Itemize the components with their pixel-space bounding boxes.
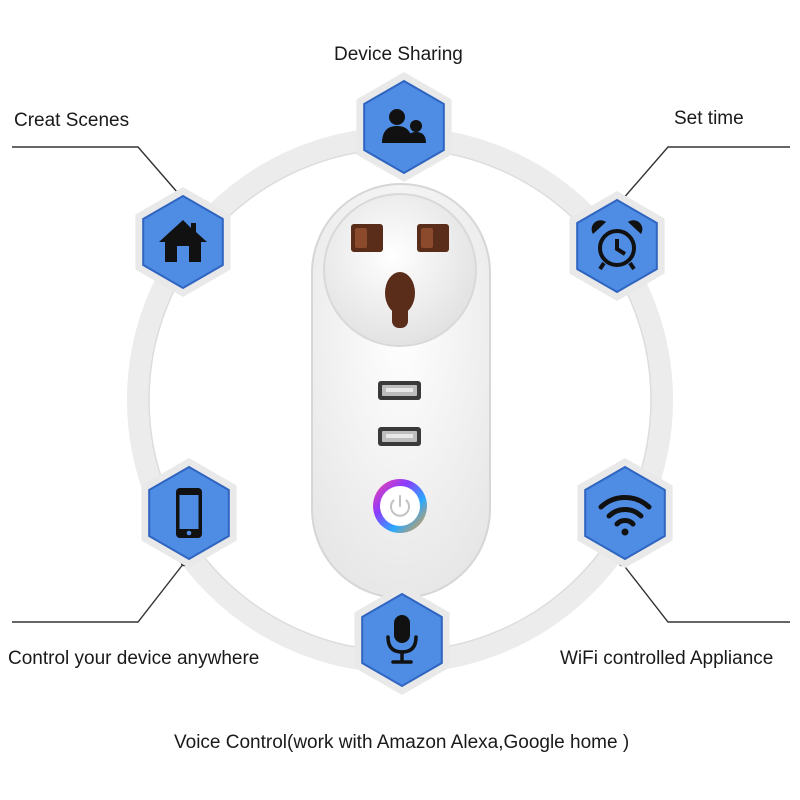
badge-wifi-controlled (577, 458, 673, 568)
badge-set-time (569, 191, 665, 301)
leader-line-set-time (621, 146, 790, 201)
leader-line-control-anywhere (12, 562, 185, 623)
microphone-icon (386, 615, 418, 664)
smart-plug (311, 183, 491, 599)
leader-line-creat-scenes (12, 146, 185, 201)
smartphone-icon (176, 488, 202, 538)
home-icon (159, 220, 207, 262)
feature-badges (135, 72, 673, 695)
label-set-time: Set time (674, 108, 744, 129)
label-control-anywhere: Control your device anywhere (8, 648, 260, 669)
hexagon-badge (584, 465, 666, 561)
socket-hole-highlights (355, 228, 433, 248)
badge-creat-scenes (135, 187, 231, 297)
badge-voice-control (354, 585, 450, 695)
badge-device-sharing (356, 72, 452, 182)
users-icon (382, 109, 426, 143)
label-device-sharing: Device Sharing (334, 44, 463, 65)
leader-line-wifi (621, 562, 790, 623)
hexagon-badge (363, 79, 445, 175)
label-creat-scenes: Creat Scenes (14, 110, 130, 131)
label-voice-control: Voice Control(work with Amazon Alexa,Goo… (174, 732, 630, 753)
label-wifi-controlled: WiFi controlled Appliance (560, 648, 774, 669)
power-icon (390, 495, 410, 517)
wifi-icon (598, 495, 652, 536)
usb-port-1 (378, 381, 421, 400)
power-button[interactable] (373, 479, 427, 533)
usb-port-2 (378, 427, 421, 446)
badge-control-anywhere (141, 458, 237, 568)
alarm-clock-icon (591, 220, 643, 271)
